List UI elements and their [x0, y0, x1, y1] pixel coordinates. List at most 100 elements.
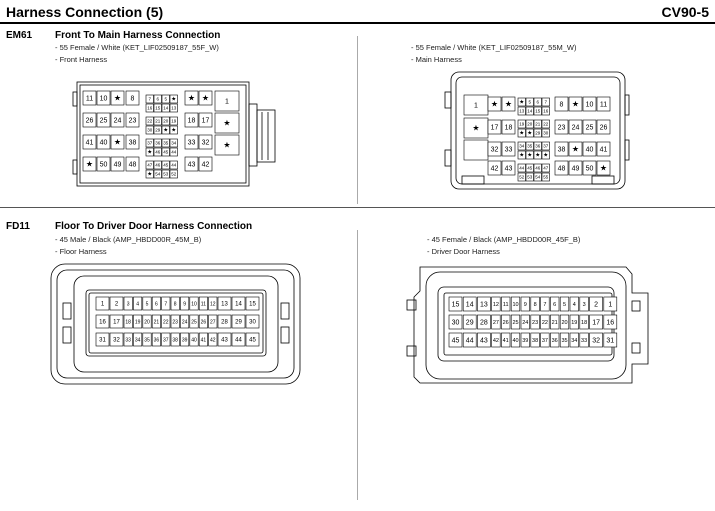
- small-pin-label: 46: [155, 150, 161, 155]
- small-pin: [169, 138, 178, 148]
- pin: [82, 156, 97, 172]
- pin: [96, 90, 111, 106]
- pin-label: 15: [452, 302, 460, 309]
- small-pin: [541, 106, 550, 116]
- pin: [603, 296, 618, 312]
- small-pin: [525, 128, 534, 138]
- small-pin-label: ★: [519, 152, 524, 159]
- pin: [125, 112, 140, 128]
- small-pin-label: 54: [155, 172, 161, 177]
- pin: [208, 296, 218, 311]
- pin: [110, 156, 125, 172]
- pin-label: 18: [188, 118, 196, 125]
- pin: [448, 332, 463, 348]
- small-pin-label: 14: [527, 109, 533, 114]
- pin: [603, 332, 618, 348]
- pin: [198, 134, 213, 150]
- pin-label: 13: [480, 302, 488, 309]
- pin: [501, 314, 511, 330]
- pin: [184, 112, 199, 128]
- small-pin-label: 47: [147, 163, 153, 168]
- pin: [501, 160, 516, 176]
- small-pin-label: 30: [543, 131, 549, 136]
- pin-label: 32: [491, 147, 499, 154]
- pin: [520, 296, 530, 312]
- small-pin-label: 36: [155, 141, 161, 146]
- small-pin: [541, 150, 550, 160]
- pin: [589, 332, 603, 348]
- pin-label: 2: [594, 302, 598, 309]
- pin: [189, 314, 199, 329]
- pin-label: 11: [503, 302, 509, 308]
- pin-label: 24: [572, 125, 580, 132]
- small-pin-label: 16: [543, 109, 549, 114]
- pin-label: 14: [235, 302, 242, 308]
- pin: [540, 296, 550, 312]
- pin: [214, 134, 240, 156]
- pin-label: 32: [592, 338, 600, 345]
- fd11-left-harness: - Floor Harness: [55, 247, 107, 256]
- pin: [96, 112, 111, 128]
- pin-label: 17: [592, 320, 600, 327]
- pin-label: ★: [202, 94, 209, 103]
- pin-label: ★: [223, 141, 230, 150]
- pin: [110, 134, 125, 150]
- pin: [95, 314, 110, 329]
- small-pin-label: 7: [148, 97, 151, 102]
- pin: [123, 314, 133, 329]
- small-pin: [153, 125, 162, 135]
- pin: [462, 296, 477, 312]
- pin-label: 41: [201, 337, 207, 343]
- pin: [582, 119, 597, 135]
- pin-label: 25: [586, 125, 594, 132]
- pin-label: 32: [202, 140, 210, 147]
- pin-label: 18: [505, 125, 513, 132]
- pin-label: 44: [466, 338, 474, 345]
- pin-label: 8: [174, 301, 177, 307]
- pin: [184, 156, 199, 172]
- small-pin: [169, 116, 178, 126]
- pin-label: 42: [491, 166, 499, 173]
- small-pin-label: 37: [147, 141, 153, 146]
- pin: [217, 314, 232, 329]
- small-pin-label: 21: [155, 119, 161, 124]
- pin-label: 29: [235, 320, 242, 326]
- pin: [540, 332, 550, 348]
- pin-label: 26: [86, 118, 94, 125]
- pin: [550, 332, 560, 348]
- pin: [125, 156, 140, 172]
- pin: [82, 134, 97, 150]
- pin: [559, 296, 570, 312]
- pin: [208, 314, 218, 329]
- pin-label: 26: [201, 319, 207, 325]
- small-pin: [153, 94, 162, 104]
- small-pin: [161, 147, 170, 157]
- pin: [462, 332, 477, 348]
- small-pin: [525, 97, 534, 107]
- small-pin: [533, 163, 542, 173]
- pin: [582, 96, 597, 112]
- pin: [198, 296, 208, 311]
- small-pin: [161, 125, 170, 135]
- small-pin: [169, 147, 178, 157]
- small-pin: [161, 169, 170, 179]
- pin-label: 38: [172, 337, 178, 343]
- small-pin: [517, 106, 526, 116]
- pin-label: 8: [131, 96, 135, 103]
- pin-label: 1: [608, 302, 612, 309]
- em61-right-spec: - 55 Female / White (KET_LIF02509187_55M…: [411, 43, 577, 52]
- pin-label: 42: [202, 162, 210, 169]
- small-pin-label: 53: [163, 172, 169, 177]
- pin-label: 18: [125, 319, 131, 325]
- small-pin: [541, 128, 550, 138]
- pin-label: ★: [600, 164, 607, 173]
- small-pin: [533, 150, 542, 160]
- small-pin: [153, 147, 162, 157]
- pin-label: 7: [543, 302, 546, 308]
- fd11-right-harness: - Driver Door Harness: [427, 247, 500, 256]
- small-pin: [145, 116, 154, 126]
- small-pin-label: 7: [544, 100, 547, 105]
- em61-front-housing: [72, 81, 276, 187]
